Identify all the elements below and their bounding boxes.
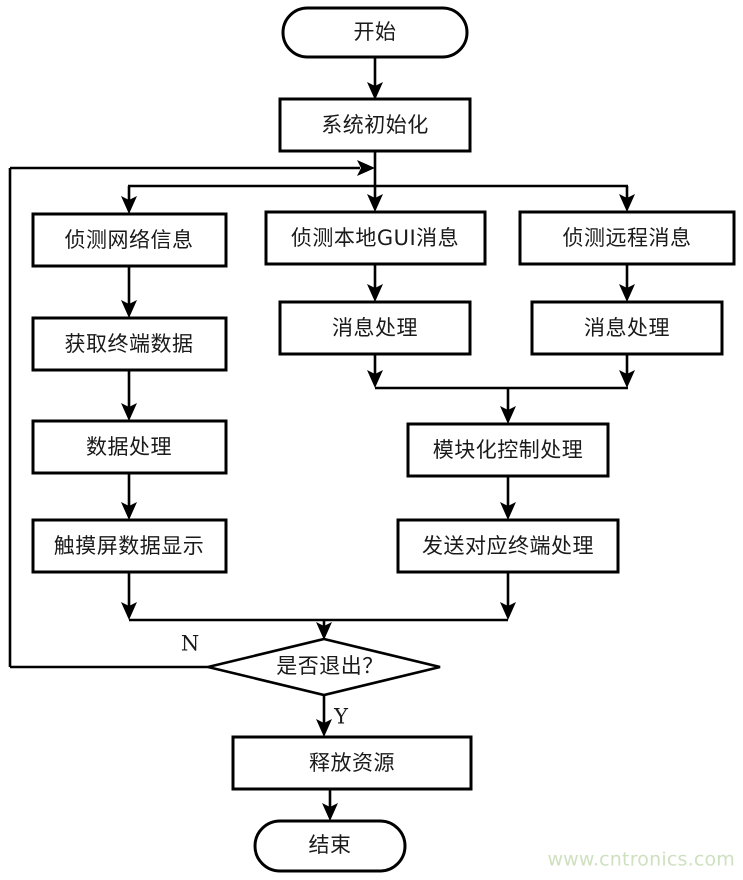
edge-merge-to-modular-ctrl bbox=[500, 388, 516, 424]
edge-get-data-to-data-proc bbox=[121, 370, 137, 421]
node-get-terminal-data[interactable]: 获取终端数据 bbox=[31, 316, 228, 372]
node-detect-local-gui-message-label: 侦测本地GUI消息 bbox=[291, 226, 459, 250]
node-detect-network-info-label: 侦测网络信息 bbox=[65, 228, 194, 252]
node-get-terminal-data-label: 获取终端数据 bbox=[65, 332, 194, 356]
edge-start-to-init bbox=[367, 57, 383, 100]
branch-label-no: N bbox=[181, 632, 199, 656]
node-message-process-remote-label: 消息处理 bbox=[584, 316, 670, 340]
node-start-label: 开始 bbox=[354, 20, 397, 44]
branch-label-layer: N Y bbox=[181, 632, 349, 729]
node-release-resources[interactable]: 释放资源 bbox=[231, 735, 473, 791]
edge-join-to-exit-check bbox=[316, 620, 332, 640]
node-modular-control-process-label: 模块化控制处理 bbox=[433, 438, 584, 462]
edge-send-terminal-to-join bbox=[500, 572, 516, 620]
edge-net-detect-to-get-data bbox=[121, 266, 137, 318]
edge-fanout-to-gui-detect bbox=[367, 186, 383, 212]
node-layer: 开始 系统初始化 侦测网络信息 侦测本地GUI消息 侦测远程消息 bbox=[31, 6, 736, 873]
edge-msg-proc-remote-to-merge bbox=[619, 354, 635, 388]
edge-exit-check-yes bbox=[316, 695, 332, 737]
node-send-to-terminal-process-label: 发送对应终端处理 bbox=[422, 534, 594, 558]
edge-data-proc-to-touch-display bbox=[121, 473, 137, 520]
edge-fanout-to-net-detect bbox=[121, 186, 137, 214]
edge-modular-ctrl-to-send-terminal bbox=[500, 476, 516, 520]
node-message-process-remote[interactable]: 消息处理 bbox=[530, 300, 724, 356]
node-end-label: 结束 bbox=[309, 833, 352, 857]
node-touchscreen-data-display[interactable]: 触摸屏数据显示 bbox=[31, 518, 228, 574]
node-release-resources-label: 释放资源 bbox=[309, 751, 395, 775]
node-start[interactable]: 开始 bbox=[281, 6, 469, 59]
node-system-init[interactable]: 系统初始化 bbox=[278, 97, 472, 153]
edge-exit-check-no-loop bbox=[8, 168, 208, 669]
node-message-process-gui-label: 消息处理 bbox=[332, 316, 418, 340]
node-detect-network-info[interactable]: 侦测网络信息 bbox=[31, 212, 228, 268]
node-message-process-gui[interactable]: 消息处理 bbox=[278, 300, 472, 356]
edge-release-to-end bbox=[322, 789, 338, 821]
node-data-process[interactable]: 数据处理 bbox=[31, 419, 228, 475]
node-data-process-label: 数据处理 bbox=[86, 435, 172, 459]
watermark-label: www.cntronics.com bbox=[547, 849, 735, 871]
node-exit-decision-label: 是否退出？ bbox=[276, 654, 384, 678]
node-touchscreen-data-display-label: 触摸屏数据显示 bbox=[54, 534, 205, 558]
node-modular-control-process[interactable]: 模块化控制处理 bbox=[406, 422, 610, 478]
node-send-to-terminal-process[interactable]: 发送对应终端处理 bbox=[396, 518, 620, 574]
branch-label-yes: Y bbox=[333, 705, 349, 729]
edge-loopback-arrow bbox=[10, 160, 375, 176]
edge-fanout-to-remote-detect bbox=[619, 186, 635, 212]
edge-remote-detect-to-msg-proc bbox=[619, 264, 635, 302]
node-detect-local-gui-message[interactable]: 侦测本地GUI消息 bbox=[264, 210, 487, 266]
node-detect-remote-message-label: 侦测远程消息 bbox=[563, 226, 692, 250]
node-end[interactable]: 结束 bbox=[253, 819, 407, 873]
node-detect-remote-message[interactable]: 侦测远程消息 bbox=[518, 210, 736, 266]
connector-layer bbox=[8, 57, 635, 821]
edge-gui-detect-to-msg-proc bbox=[367, 264, 383, 302]
edge-msg-proc-gui-to-merge bbox=[367, 354, 383, 388]
edge-touch-display-to-join bbox=[121, 572, 137, 620]
node-system-init-label: 系统初始化 bbox=[321, 113, 429, 137]
node-exit-decision[interactable]: 是否退出？ bbox=[207, 637, 441, 697]
